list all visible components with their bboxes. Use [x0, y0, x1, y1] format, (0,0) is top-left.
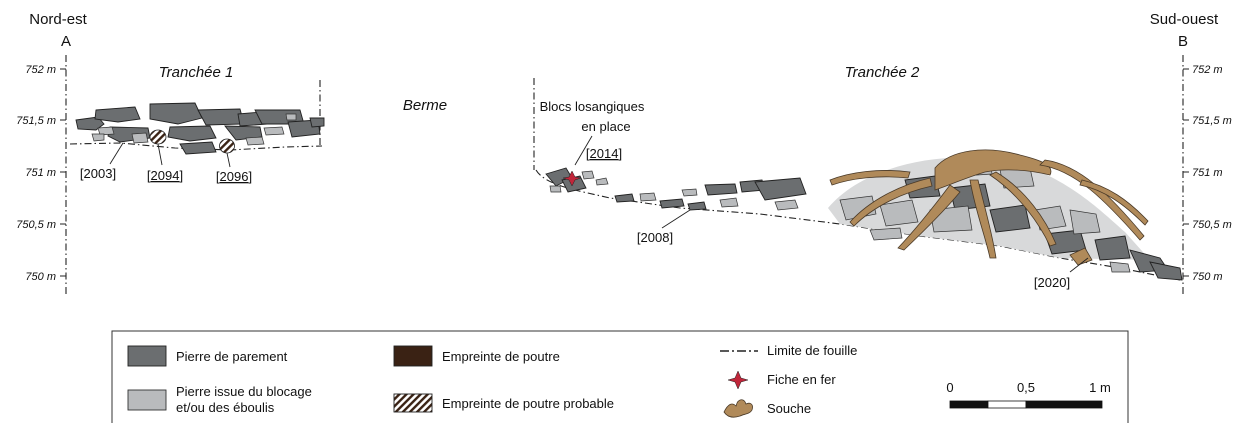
left-elevation-scale: 752 m 751,5 m 751 m 750,5 m 750 m: [16, 55, 67, 296]
berme-label: Berme: [403, 97, 447, 114]
legend-fiche: Fiche en fer: [767, 372, 836, 387]
right-direction-label: Sud-ouest: [1150, 11, 1219, 28]
legend-limite: Limite de fouille: [767, 343, 857, 358]
unit-2008-label: [2008]: [637, 230, 673, 245]
elevation-751-5-right: 751,5 m: [1192, 115, 1232, 127]
elevation-750-5-right: 750,5 m: [1192, 219, 1232, 231]
legend-poutre: Empreinte de poutre: [442, 349, 560, 364]
unit-2096-label: [2096]: [216, 169, 252, 184]
unit-2014-label: [2014]: [586, 146, 622, 161]
legend: Pierre de parement Pierre issue du bloca…: [111, 330, 1129, 423]
right-elevation-scale: 752 m 751,5 m 751 m 750,5 m 750 m: [1182, 55, 1232, 296]
elevation-751-left: 751 m: [25, 167, 56, 179]
legend-blocage-line2: et/ou des éboulis: [176, 400, 275, 415]
scale-bar: 0 0,5 1 m: [946, 380, 1111, 409]
legend-swatch-poutre-probable: [393, 393, 433, 413]
unit-2003-label: [2003]: [80, 166, 116, 181]
legend-poutre-probable: Empreinte de poutre probable: [442, 396, 614, 411]
legend-parement: Pierre de parement: [176, 349, 288, 364]
scale-label-0: 0: [946, 380, 953, 395]
left-point-label: A: [61, 33, 71, 50]
elevation-750-left: 750 m: [25, 271, 56, 283]
scale-label-1m: 1 m: [1089, 380, 1111, 395]
trench-1-title: Tranchée 1: [159, 64, 234, 81]
trench-2-title: Tranchée 2: [845, 64, 920, 81]
trench-2-section: [533, 78, 1183, 281]
legend-swatch-blocage: [127, 389, 167, 411]
elevation-752-right: 752 m: [1192, 64, 1223, 76]
elevation-751-right: 751 m: [1192, 167, 1223, 179]
elevation-752-left: 752 m: [25, 64, 56, 76]
legend-swatch-souche: [723, 399, 753, 418]
right-point-label: B: [1178, 33, 1188, 50]
legend-souche: Souche: [767, 401, 811, 416]
legend-blocage-line1: Pierre issue du blocage: [176, 384, 312, 399]
scale-label-half: 0,5: [1017, 380, 1035, 395]
blocs-label-line1: Blocs losangiques: [540, 99, 645, 114]
unit-2094-label: [2094]: [147, 168, 183, 183]
elevation-750-5-left: 750,5 m: [16, 219, 56, 231]
left-direction-label: Nord-est: [29, 11, 87, 28]
elevation-750-right: 750 m: [1192, 271, 1223, 283]
trench-1-section: [69, 80, 325, 155]
elevation-751-5-left: 751,5 m: [16, 115, 56, 127]
legend-swatch-parement: [127, 345, 167, 367]
blocs-label-line2: en place: [581, 119, 630, 134]
legend-swatch-fiche: [727, 370, 749, 390]
legend-swatch-poutre: [393, 345, 433, 367]
unit-2020-label: [2020]: [1034, 275, 1070, 290]
